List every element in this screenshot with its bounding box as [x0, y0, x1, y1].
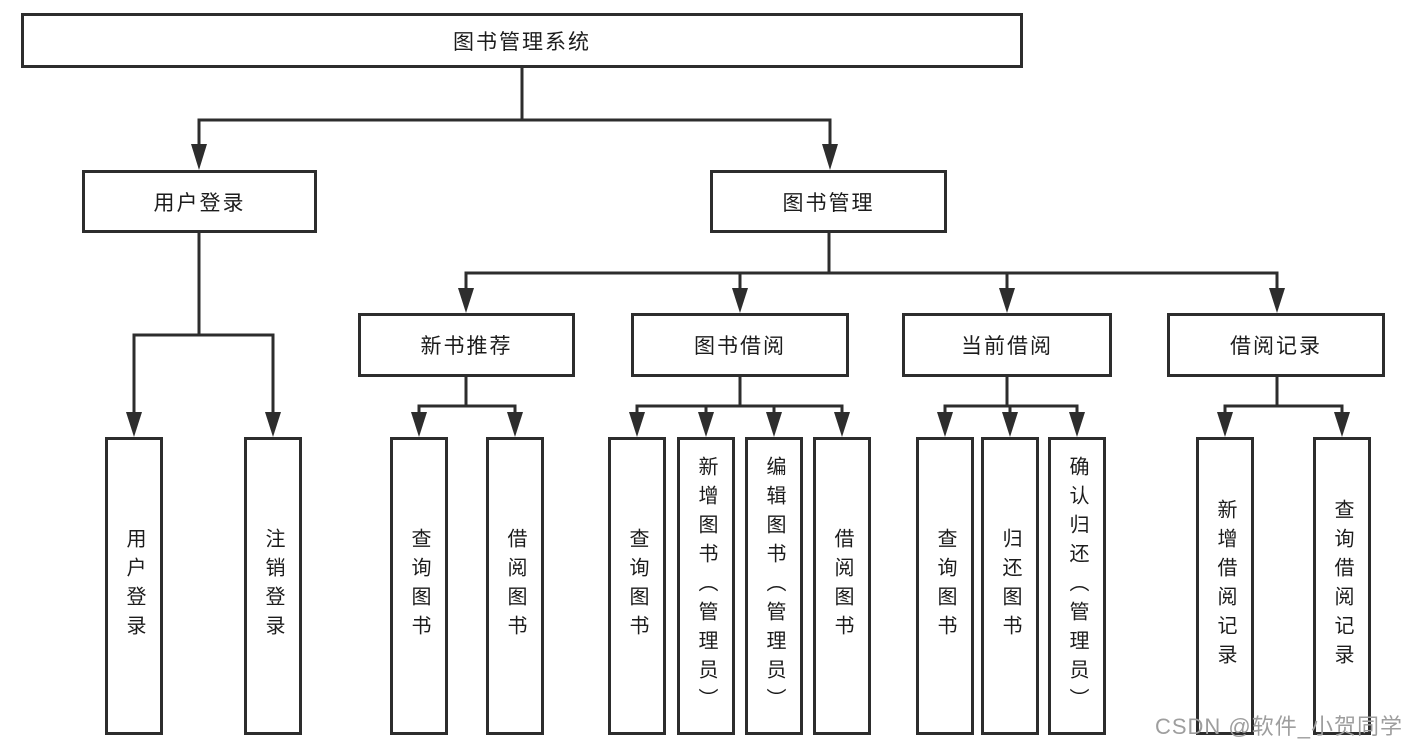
leaf-query-books-recommend: 查询图书 [390, 437, 448, 735]
node-library-management-system: 图书管理系统 [21, 13, 1023, 68]
node-new-book-recommend: 新书推荐 [358, 313, 575, 377]
leaf-edit-books-admin: 编辑图书（管理员） [745, 437, 803, 735]
leaf-logout-action: 注销登录 [244, 437, 302, 735]
arrowheads [126, 144, 1350, 437]
node-borrowing-records: 借阅记录 [1167, 313, 1385, 377]
node-book-borrowing: 图书借阅 [631, 313, 849, 377]
leaf-borrow-books-recommend: 借阅图书 [486, 437, 544, 735]
node-book-management: 图书管理 [710, 170, 947, 233]
leaf-user-login-action: 用户登录 [105, 437, 163, 735]
csdn-watermark: CSDN @软件_小贺同学 [1154, 714, 1403, 739]
leaf-query-books-current: 查询图书 [916, 437, 974, 735]
leaf-add-books-admin: 新增图书（管理员） [677, 437, 735, 735]
leaf-borrow-books-borrowing: 借阅图书 [813, 437, 871, 735]
leaf-query-books-borrowing: 查询图书 [608, 437, 666, 735]
leaf-add-borrow-record: 新增借阅记录 [1196, 437, 1254, 735]
node-user-login: 用户登录 [82, 170, 317, 233]
node-current-borrowing: 当前借阅 [902, 313, 1112, 377]
leaf-confirm-return-admin: 确认归还（管理员） [1048, 437, 1106, 735]
leaf-query-borrow-record: 查询借阅记录 [1313, 437, 1371, 735]
leaf-return-books: 归还图书 [981, 437, 1039, 735]
